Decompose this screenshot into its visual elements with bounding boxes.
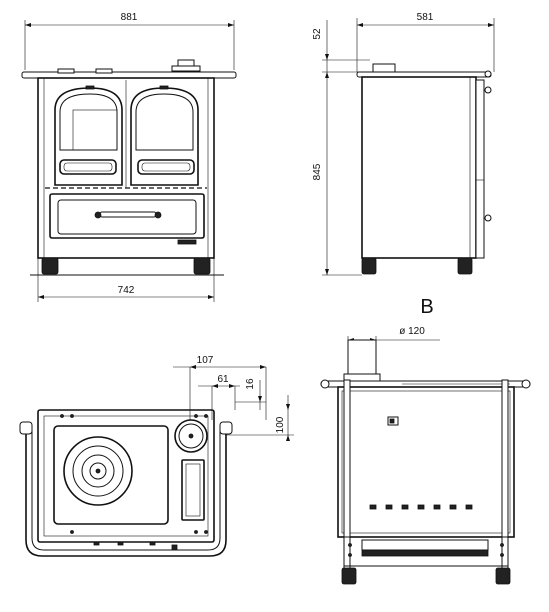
- front-view: 881: [21, 12, 237, 302]
- top-firebox-slot: [181, 459, 205, 521]
- side-view: 581 52 845: [312, 12, 495, 276]
- rear-vents: [369, 504, 473, 510]
- front-body: [37, 77, 215, 259]
- rear-view: B ø 120: [320, 296, 531, 585]
- side-body: [361, 76, 477, 259]
- top-handrail: [19, 421, 233, 557]
- rear-foot-left: [341, 567, 357, 585]
- dim-top-flue-x2-label: 61: [217, 374, 229, 385]
- front-drawer: [49, 193, 205, 239]
- front-brand-plate: [177, 239, 197, 245]
- dim-top-flue: 107 61 16 100: [173, 355, 294, 441]
- dim-top-flue-y-label: 16: [245, 378, 256, 390]
- top-flue-ring: [174, 419, 208, 453]
- top-view: 107 61 16 100: [19, 355, 294, 557]
- dim-side-depth: 581: [356, 12, 495, 72]
- rear-body: [337, 386, 515, 538]
- top-hob-plate: [53, 425, 169, 525]
- rear-lower-tray: [361, 539, 489, 551]
- front-foot-right: [193, 257, 211, 275]
- dim-front-width-bottom-label: 742: [118, 285, 135, 296]
- rear-flue-pipe: [347, 339, 377, 377]
- front-left-door: [54, 85, 123, 186]
- rear-foot-right: [495, 567, 511, 585]
- dim-top-flue-x-label: 107: [197, 355, 214, 366]
- dim-side-height-label: 845: [312, 163, 323, 180]
- front-foot-left: [41, 257, 59, 275]
- front-right-door: [130, 85, 199, 186]
- dim-side-height: 52 845: [312, 20, 370, 276]
- dim-rear-flue-diameter-label: ø 120: [399, 326, 425, 337]
- dim-front-width-bottom: 742: [37, 258, 215, 302]
- dim-top-flue-y2-label: 100: [275, 416, 286, 433]
- dim-front-width-top-label: 881: [121, 12, 138, 23]
- dim-front-width-top: 881: [24, 12, 235, 70]
- dim-side-top-offset-label: 52: [312, 28, 323, 40]
- rear-view-label: B: [420, 296, 433, 318]
- front-cooktop: [21, 71, 237, 79]
- dim-side-depth-label: 581: [417, 12, 434, 23]
- top-hob-rings: [63, 436, 133, 506]
